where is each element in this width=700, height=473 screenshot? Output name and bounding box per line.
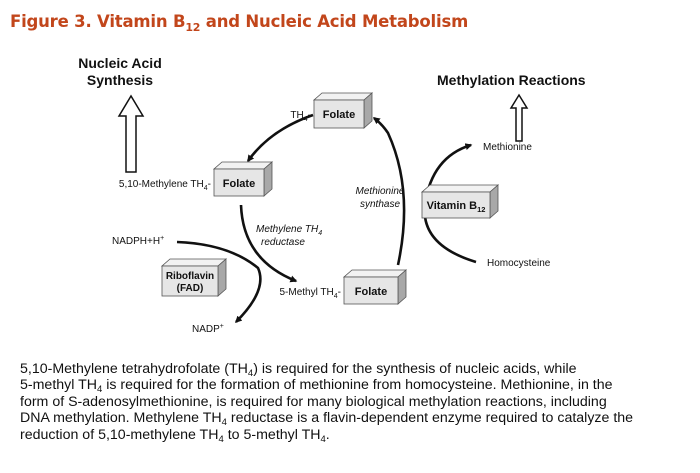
caption-line-5: reduction of 5,10-methylene TH4 to 5-met… (20, 426, 330, 445)
methylation-hollow-arrow (509, 93, 529, 142)
folate-box-methyl: Folate (342, 269, 408, 305)
arrow-methylene-to-methyl (239, 204, 298, 283)
folate-label-methylene: Folate (223, 178, 255, 190)
reductase-label-line1: Methylene TH4 (256, 224, 322, 237)
homocysteine-label: Homocysteine (487, 258, 551, 269)
nucleic-acid-label-line1: Nucleic Acid (78, 55, 162, 71)
caption-line-4: DNA methylation. Methylene TH4 reductase… (20, 410, 634, 429)
caption-line-2: 5-methyl TH4 is required for the formati… (20, 377, 613, 396)
folate-label-top: Folate (323, 109, 355, 121)
nadp-label: NADP+ (192, 323, 224, 335)
nucleic-acid-label-line2: Synthesis (87, 72, 153, 88)
vitamin-b12-box: Vitamin B12 (420, 184, 500, 219)
riboflavin-box: Riboflavin (FAD) (160, 258, 228, 297)
riboflavin-label-line2: (FAD) (177, 283, 204, 294)
folate-label-methyl: Folate (355, 286, 387, 298)
arrow-methyl-to-folate (372, 116, 406, 266)
reductase-label-line2: reductase (261, 237, 305, 248)
title-subscript: 12 (185, 21, 201, 34)
arrow-folate-to-methylene (246, 113, 314, 163)
riboflavin-label-line1: Riboflavin (166, 271, 214, 282)
nucleic-acid-hollow-arrow (117, 94, 145, 173)
vitamin-b12-label: Vitamin B12 (427, 200, 486, 214)
metabolism-diagram: Nucleic Acid Synthesis Methylation React… (78, 55, 586, 335)
folate-box-methylene: Folate (212, 161, 274, 197)
figure-title: Figure 3. Vitamin B12 and Nucleic Acid M… (10, 12, 468, 34)
caption-line-1: 5,10-Methylene tetrahydrofolate (TH4) is… (20, 361, 577, 379)
title-suffix: and Nucleic Acid Metabolism (200, 12, 469, 31)
figure-caption: 5,10-Methylene tetrahydrofolate (TH4) is… (20, 361, 690, 445)
methylation-reactions-label: Methylation Reactions (437, 72, 586, 88)
methylene-th4-label: 5,10-Methylene TH4- (119, 179, 211, 192)
methyl-th4-label: 5-Methyl TH4- (279, 287, 341, 300)
synthase-label-line1: Methionine (356, 186, 405, 197)
methionine-label: Methionine (483, 142, 532, 153)
title-prefix: Figure 3. Vitamin B (10, 12, 186, 31)
synthase-label-line2: synthase (360, 199, 400, 210)
nadph-label: NADPH+H+ (112, 235, 164, 247)
th4-label: TH4- (290, 110, 311, 123)
arrow-nadph-to-nadp (176, 240, 262, 323)
folate-box-top: Folate (312, 92, 374, 129)
caption-line-3: form of S-adenosylmethionine, is require… (20, 393, 607, 410)
